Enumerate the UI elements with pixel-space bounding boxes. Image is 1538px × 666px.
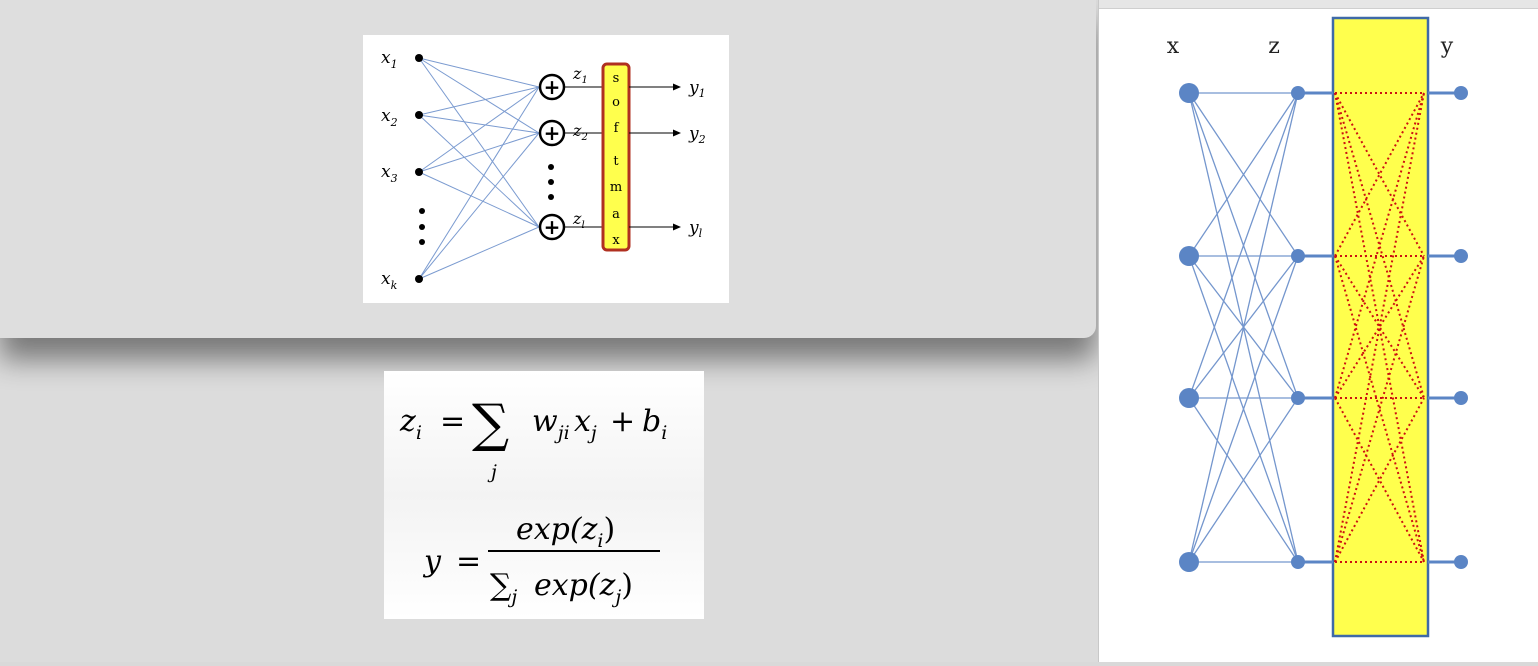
svg-text:zi: zi (399, 404, 422, 444)
plus-icon: + (544, 75, 561, 99)
input-node (415, 54, 423, 62)
output-arrows (629, 86, 675, 228)
layer-diagram-svg: x z y (1167, 16, 1468, 638)
x-z-edge (1188, 92, 1299, 257)
linear-formula: zi = ∑ j wji xj + bi (399, 394, 667, 483)
sum-label-z1: z1 (572, 64, 588, 86)
ellipsis-dot (548, 194, 554, 200)
input-nodes (415, 54, 425, 283)
x-node (1179, 246, 1199, 266)
softmax-box (601, 62, 631, 252)
x-z-edge (1188, 92, 1299, 563)
svg-text:m: m (610, 180, 622, 195)
input-node (415, 168, 423, 176)
input-label-x3: x3 (381, 162, 398, 185)
svg-text:s: s (613, 71, 620, 86)
x-node (1179, 388, 1199, 408)
ellipsis-dot (548, 164, 554, 170)
ellipsis-dot (419, 239, 425, 245)
sum-node: + (538, 119, 566, 147)
softmax-dotted-edge (1334, 92, 1425, 257)
softmax-label: s o f t m a x (610, 71, 622, 248)
svg-text:o: o (612, 95, 620, 110)
y-node (1454, 249, 1468, 263)
y-node (1454, 391, 1468, 405)
softmax-dotted-edge (1334, 397, 1425, 563)
softmax-dotted-edge (1334, 255, 1425, 563)
layer-nodes (1179, 83, 1468, 572)
y-node (1454, 555, 1468, 569)
layer-labels: x z y (1167, 34, 1454, 59)
arrowheads (673, 83, 681, 231)
layer-label-x: x (1167, 34, 1180, 59)
svg-text:y: y (422, 544, 442, 579)
svg-text:xj: xj (574, 404, 597, 444)
x-node (1179, 552, 1199, 572)
svg-text:a: a (612, 207, 620, 222)
output-label-y2: y2 (688, 124, 706, 146)
svg-text:j: j (487, 461, 497, 483)
softmax-network-image: x1 x2 x3 xk + + + z1 z2 zl (363, 35, 729, 303)
input-label-x2: x2 (381, 106, 398, 129)
svg-text:x: x (612, 233, 620, 248)
softmax-network-svg: x1 x2 x3 xk + + + z1 z2 zl (381, 48, 706, 292)
input-node (415, 111, 423, 119)
plus-icon: + (544, 121, 561, 145)
x-to-z-edges (1188, 92, 1299, 563)
z-node (1291, 391, 1305, 405)
softmax-dotted-edge (1334, 255, 1425, 563)
svg-text:=: = (456, 544, 481, 579)
plus-icon: + (544, 215, 561, 239)
network-edges (418, 57, 540, 280)
panel-top-border (1099, 0, 1538, 9)
y-node (1454, 86, 1468, 100)
svg-text:wji: wji (532, 404, 570, 444)
output-label-y1: y1 (688, 78, 706, 100)
x-z-edge (1188, 255, 1299, 563)
sum-label-zl: zl (572, 209, 585, 231)
input-label-x1: x1 (381, 48, 398, 71)
svg-text:f: f (614, 121, 620, 136)
svg-text:∑j: ∑j (490, 568, 517, 608)
input-node (415, 275, 423, 283)
svg-text:=: = (440, 404, 465, 439)
svg-text:bi: bi (642, 404, 667, 444)
ellipsis-dot (419, 208, 425, 214)
formula-svg: zi = ∑ j wji xj + bi y = exp(zi) ∑j exp(… (399, 394, 667, 608)
sum-node: + (538, 213, 566, 241)
sum-to-softmax-lines (564, 86, 603, 228)
input-label-xk: xk (381, 269, 398, 292)
output-label-yl: yl (688, 218, 703, 240)
layer-label-y: y (1440, 34, 1454, 59)
ellipsis-dot (548, 179, 554, 185)
x-z-edge (1188, 92, 1299, 399)
softmax-column (1331, 16, 1430, 638)
softmax-formula: y = exp(zi) ∑j exp(zj) (422, 512, 660, 608)
ellipsis-dot (419, 224, 425, 230)
svg-text:exp(zi): exp(zi) (516, 512, 615, 552)
x-node (1179, 83, 1199, 103)
z-node (1291, 555, 1305, 569)
layer-label-z: z (1268, 34, 1280, 59)
z-node (1291, 86, 1305, 100)
softmax-dotted-edge (1334, 397, 1425, 563)
sum-label-z2: z2 (572, 121, 588, 143)
svg-text:exp(zj): exp(zj) (534, 568, 633, 608)
sum-node: + (538, 73, 566, 101)
softmax-dotted-connections (1334, 92, 1425, 563)
sum-symbol: ∑ (472, 394, 509, 454)
svg-text:+: + (610, 404, 635, 439)
z-node (1291, 249, 1305, 263)
softmax-formula-image: zi = ∑ j wji xj + bi y = exp(zi) ∑j exp(… (384, 371, 704, 619)
svg-text:t: t (613, 154, 619, 169)
layer-diagram-panel: x z y (1098, 0, 1538, 662)
x-z-edge (1188, 397, 1299, 563)
softmax-dotted-edge (1334, 92, 1425, 257)
